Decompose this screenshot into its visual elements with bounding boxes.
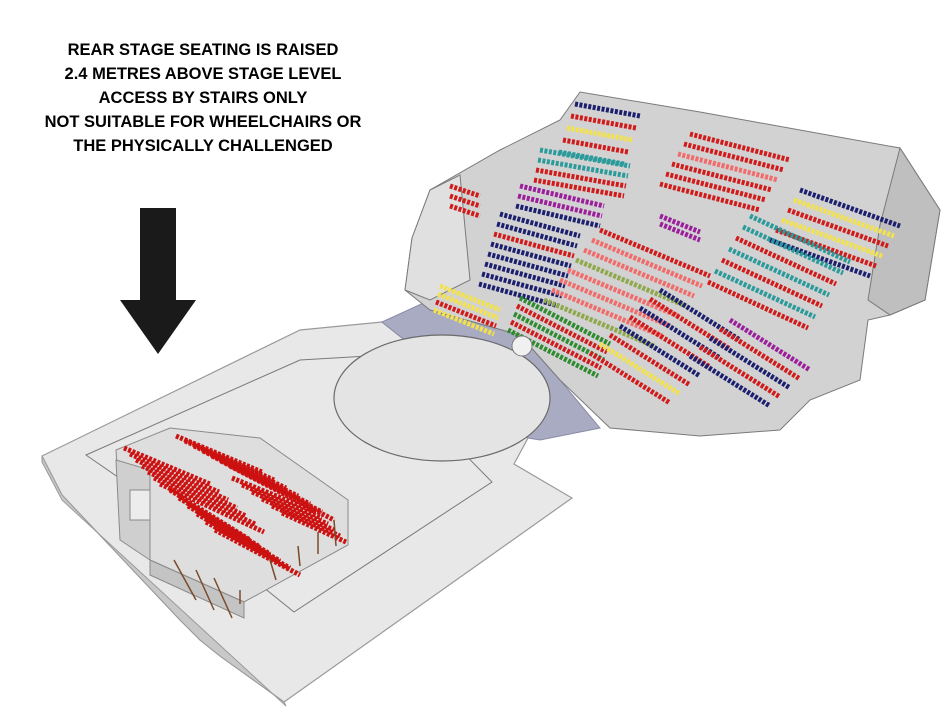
seat-row (537, 157, 629, 179)
rear-seat-row (186, 503, 272, 557)
notice-line: ACCESS BY STAIRS ONLY (98, 89, 308, 107)
rear-seat-row (152, 475, 257, 527)
seat-row (512, 311, 606, 363)
seat-row (741, 224, 845, 276)
seat-row (518, 295, 612, 347)
seat-row (720, 257, 824, 309)
seat-row (559, 277, 671, 329)
seat-row (708, 335, 792, 391)
seat-row (449, 203, 481, 219)
rear-seat-row (241, 482, 323, 521)
stage-floor-front-edge (41, 455, 287, 707)
seat-row (566, 125, 633, 143)
seat-row (484, 261, 566, 289)
seat-row (706, 279, 810, 331)
seat-row (689, 131, 791, 163)
seat-row (583, 247, 695, 299)
rear-seat-row (270, 503, 342, 539)
notice-line: NOT SUITABLE FOR WHEELCHAIRS OR (44, 113, 362, 131)
seat-row (551, 287, 663, 339)
seat-row (677, 151, 779, 183)
rear-seat-row (251, 489, 329, 527)
rear-seat-row (140, 463, 239, 511)
seat-row (608, 332, 692, 388)
seat-row (439, 283, 501, 313)
seat-row (481, 271, 563, 299)
seat-row (688, 353, 772, 409)
seat-row (659, 221, 701, 243)
seat-row (487, 251, 569, 279)
seat-row (539, 147, 631, 169)
rear-seat-row (213, 527, 302, 578)
seat-row (713, 268, 817, 320)
rear-seat-row (129, 451, 220, 495)
seat-row (493, 231, 575, 259)
rear-seat-row (228, 463, 336, 523)
seat-row (515, 203, 601, 229)
seat-row (435, 299, 497, 329)
seat-row (517, 193, 603, 219)
seat-row (575, 257, 687, 309)
seat-row (433, 307, 495, 337)
seating-notice: REAR STAGE SEATING IS RAISED 2.4 METRES … (18, 38, 388, 158)
seat-row (506, 327, 600, 379)
seat-row (449, 193, 481, 209)
seat-row (496, 221, 578, 249)
seat-row (659, 213, 701, 235)
seat-row (665, 171, 767, 203)
seat-row (509, 319, 603, 371)
seat-row (499, 211, 581, 239)
seat-row (683, 141, 785, 173)
seat-row (728, 317, 812, 373)
rear-seat-row (261, 496, 335, 533)
seat-row (437, 291, 499, 321)
seat-row (718, 326, 802, 382)
seat-row (618, 323, 702, 379)
seat-row (515, 303, 609, 355)
seat-row (727, 246, 831, 298)
seat-row (599, 227, 711, 279)
seat-row (659, 181, 761, 213)
seat-row (671, 161, 773, 193)
seat-row (570, 113, 637, 131)
down-arrow-icon (120, 208, 196, 354)
seat-row (562, 137, 629, 155)
notice-line: THE PHYSICALLY CHALLENGED (73, 137, 333, 155)
seat-row (734, 235, 838, 287)
seat-row (698, 344, 782, 400)
seat-row (574, 101, 641, 119)
seat-row (598, 341, 682, 397)
notice-line: 2.4 METRES ABOVE STAGE LEVEL (64, 65, 342, 83)
seat-row (567, 267, 679, 319)
notice-line: REAR STAGE SEATING IS RAISED (67, 41, 339, 59)
rear-seat-row (231, 475, 317, 515)
seat-row (535, 167, 627, 189)
seat-row (533, 177, 625, 199)
rear-stage-seating (115, 427, 349, 619)
auditorium (404, 91, 941, 437)
seat-row (748, 213, 852, 265)
seat-row (519, 183, 605, 209)
seat-row (490, 241, 572, 269)
seat-row (588, 350, 672, 406)
seat-row (449, 183, 481, 199)
revolve-circle (333, 334, 551, 462)
rear-seat-row (177, 495, 262, 550)
seat-row (591, 237, 703, 289)
rear-seat-row (123, 445, 211, 487)
rear-seat-row (135, 457, 229, 503)
